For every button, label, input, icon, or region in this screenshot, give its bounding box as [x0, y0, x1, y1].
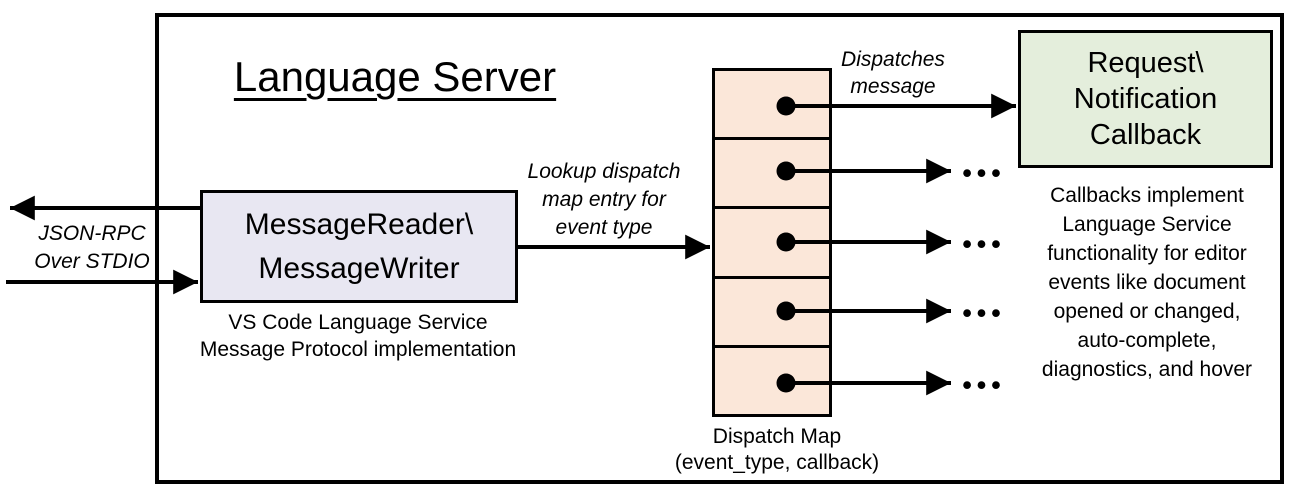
dispatches-message-annotation: Dispatches message — [833, 46, 953, 100]
ellipsis-icon: ••• — [962, 229, 1006, 259]
diagram-title: Language Server — [233, 53, 557, 100]
node-label-line: MessageReader\ — [244, 207, 474, 241]
node-label-line: Request\ — [1087, 47, 1204, 79]
message-reader-writer-node: MessageReader\ MessageWriter — [200, 190, 518, 303]
caption-line: (event_type, callback) — [674, 451, 880, 474]
annotation-line: Over STDIO — [34, 250, 150, 273]
node-label-line: Callback — [1089, 119, 1202, 151]
dispatch-map-slot — [715, 344, 829, 415]
annotation-line: event type — [555, 216, 653, 239]
dispatch-map-slot — [715, 206, 829, 276]
caption-line: Language Service — [1062, 213, 1232, 236]
annotation-line: Lookup dispatch — [527, 160, 681, 183]
ellipsis-icon: ••• — [962, 158, 1006, 188]
callbacks-caption: Callbacks implement Language Service fun… — [1023, 181, 1271, 384]
lookup-dispatch-annotation: Lookup dispatch map entry for event type — [516, 158, 692, 242]
caption-line: VS Code Language Service — [228, 311, 488, 334]
annotation-line: JSON-RPC — [38, 222, 146, 245]
caption-line: Callbacks implement — [1050, 184, 1244, 207]
annotation-line: message — [850, 75, 936, 98]
dispatch-map-slot — [715, 275, 829, 345]
dispatch-map-slot — [715, 71, 829, 138]
json-rpc-stdio-annotation: JSON-RPC Over STDIO — [12, 220, 172, 276]
node-label-line: Notification — [1073, 83, 1218, 115]
dispatch-map-node — [712, 68, 832, 417]
dispatch-map-caption: Dispatch Map (event_type, callback) — [652, 424, 902, 476]
ellipsis-icon: ••• — [962, 298, 1006, 328]
caption-line: opened or changed, — [1053, 300, 1241, 323]
caption-line: functionality for editor — [1047, 242, 1247, 265]
ellipsis-icon: ••• — [962, 370, 1006, 400]
request-notification-callback-node: Request\ Notification Callback — [1018, 30, 1273, 168]
handler-caption: VS Code Language Service Message Protoco… — [168, 309, 548, 363]
caption-line: Message Protocol implementation — [199, 338, 517, 361]
caption-line: events like document — [1048, 271, 1246, 294]
caption-line: diagnostics, and hover — [1041, 358, 1253, 381]
annotation-line: map entry for — [542, 188, 666, 211]
node-label-line: MessageWriter — [258, 251, 460, 285]
dispatch-map-slot — [715, 137, 829, 207]
caption-line: Dispatch Map — [712, 425, 842, 448]
annotation-line: Dispatches — [841, 48, 945, 71]
caption-line: auto-complete, — [1077, 329, 1217, 352]
